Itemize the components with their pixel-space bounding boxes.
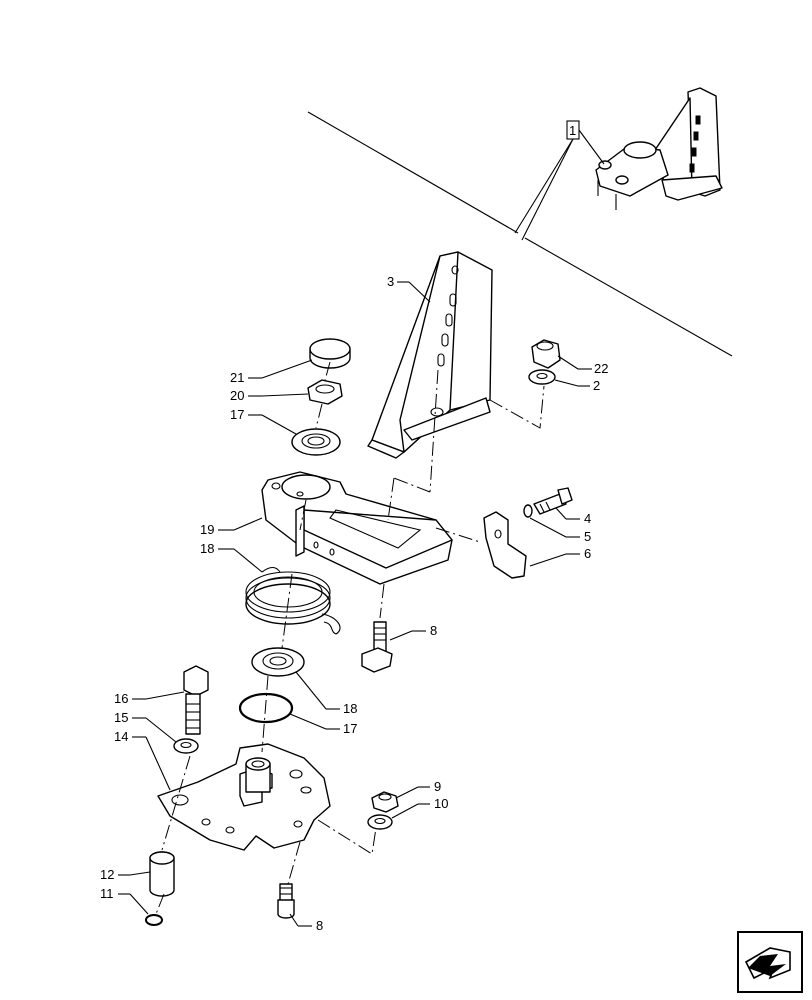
callout-1: 1 <box>514 120 605 241</box>
svg-text:12: 12 <box>100 867 114 882</box>
base-plate-part-13 <box>157 743 331 851</box>
bolt-part-7 <box>361 621 393 673</box>
svg-text:20: 20 <box>230 388 244 403</box>
bolt-part-4 <box>533 487 573 515</box>
svg-text:21: 21 <box>230 370 244 385</box>
svg-text:15: 15 <box>114 710 128 725</box>
cap-part-21 <box>309 338 351 369</box>
svg-text:8: 8 <box>430 623 437 638</box>
svg-text:19: 19 <box>200 522 214 537</box>
callout-6: 6 <box>529 546 591 567</box>
callout-14: 15 <box>114 710 177 743</box>
callout-4: 4 <box>555 507 591 526</box>
callout-15: 16 <box>114 691 185 706</box>
callout-9: 9 <box>395 779 441 799</box>
callout-5: 5 <box>529 517 591 544</box>
svg-text:10: 10 <box>434 796 448 811</box>
assembly-axes <box>155 361 545 915</box>
plate-part-6 <box>483 511 527 579</box>
swivel-housing-part-19 <box>261 471 453 585</box>
callout-7: 8 <box>389 623 437 641</box>
svg-text:22: 22 <box>594 361 608 376</box>
svg-text:2: 2 <box>593 378 600 393</box>
next-page-arrow-icon[interactable] <box>737 931 803 993</box>
callout-19: 19 <box>200 517 263 537</box>
callout-10: 10 <box>391 796 448 819</box>
callout-18: 18 <box>200 541 263 573</box>
svg-text:9: 9 <box>434 779 441 794</box>
callout-2: 2 <box>554 378 600 393</box>
svg-text:8: 8 <box>316 918 323 933</box>
svg-text:14: 14 <box>114 729 128 744</box>
spring-part-18 <box>245 566 341 635</box>
svg-text:17: 17 <box>343 721 357 736</box>
callout-8: 8 <box>289 913 323 933</box>
bearing-part-17-upper <box>291 428 341 456</box>
nut-part-9 <box>371 791 399 813</box>
svg-text:11: 11 <box>100 886 114 901</box>
callout-3: 3 <box>387 274 431 303</box>
callout-11: 11 <box>100 886 149 915</box>
callout-17-upper: 17 <box>230 407 297 435</box>
svg-text:16: 16 <box>114 691 128 706</box>
nut-part-20 <box>307 379 343 405</box>
svg-text:4: 4 <box>584 511 591 526</box>
nut-part-22 <box>531 339 561 369</box>
assembly-thumbnail <box>595 87 723 210</box>
bushing-part-12 <box>149 851 175 897</box>
callout-13: 14 <box>114 729 171 791</box>
callout-20: 20 <box>230 388 309 403</box>
bolt-part-15 <box>183 665 209 735</box>
callout-12: 12 <box>100 867 151 882</box>
svg-text:1: 1 <box>569 123 576 138</box>
washer-part-10 <box>367 814 393 830</box>
callout-16: 17 <box>289 713 357 736</box>
callout-21: 21 <box>230 359 313 385</box>
callout-22: 22 <box>557 355 608 376</box>
svg-text:17: 17 <box>230 407 244 422</box>
svg-text:5: 5 <box>584 529 591 544</box>
svg-text:6: 6 <box>584 546 591 561</box>
washer-part-2 <box>528 369 556 385</box>
svg-text:18: 18 <box>200 541 214 556</box>
bracket-part-3 <box>367 251 493 459</box>
svg-text:18: 18 <box>343 701 357 716</box>
bearing-part-17-lower <box>251 647 305 677</box>
o-ring-part-16 <box>238 692 294 724</box>
svg-text:3: 3 <box>387 274 394 289</box>
ring-part-11 <box>145 914 163 926</box>
section-divider-line <box>307 111 733 357</box>
callout-17-lower: 18 <box>295 671 357 716</box>
washer-part-14 <box>173 738 199 754</box>
washer-part-5 <box>523 504 533 518</box>
stud-part-8 <box>277 883 295 919</box>
